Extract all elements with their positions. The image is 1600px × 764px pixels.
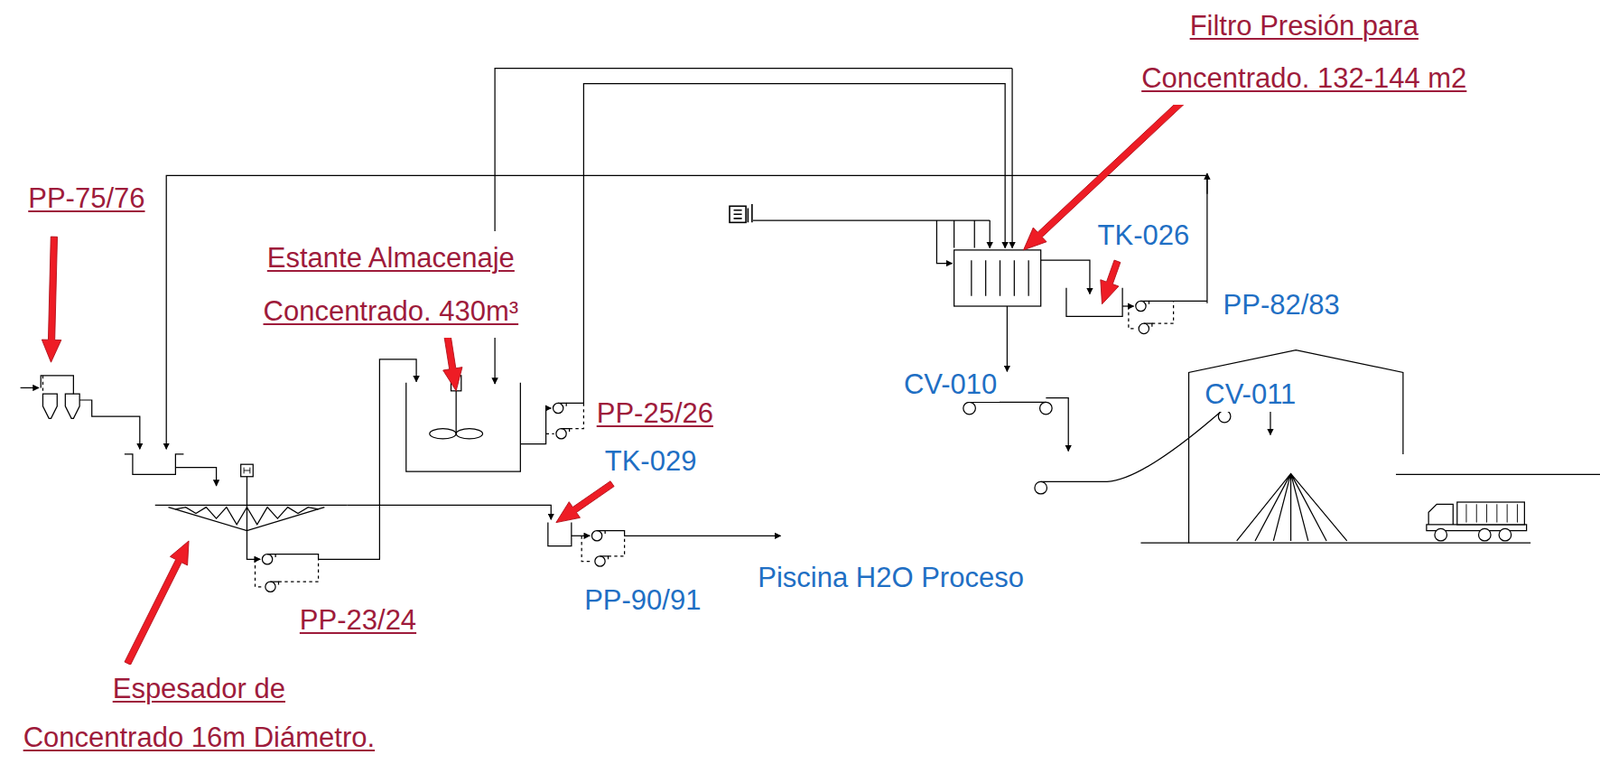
- truck-bed-rib: [1465, 503, 1467, 522]
- truck-bed-rib: [1506, 503, 1508, 522]
- conveyor-discharge: [1230, 409, 1271, 435]
- agitator-shaft: [455, 390, 457, 434]
- cyclone-manifold-dashed: [42, 375, 44, 394]
- thickener: [155, 504, 347, 531]
- drive-mark: [243, 467, 251, 475]
- truck-bed-rib: [1486, 503, 1488, 522]
- storage-tank: [406, 382, 521, 472]
- impeller: [429, 428, 456, 439]
- equipment-label: PP-82/83: [1220, 288, 1343, 323]
- equipment-label: CV-011: [1201, 377, 1299, 412]
- impeller: [455, 428, 483, 439]
- conveyor-pulley: [1040, 401, 1053, 415]
- callout-arrow: [41, 236, 61, 363]
- feed-pipe: [175, 467, 216, 486]
- truck-bed-rib: [1496, 503, 1498, 522]
- pump-bypass: [581, 535, 593, 561]
- tank: [1066, 288, 1123, 317]
- callout-arrow: [556, 481, 614, 523]
- pump-bypass: [546, 433, 555, 435]
- discharge-dashed: [608, 535, 625, 557]
- tank: [548, 522, 572, 547]
- overflow-pipe: [79, 400, 140, 449]
- overflow-pipe: [346, 504, 551, 520]
- ground-line: [1140, 474, 1600, 543]
- equipment-label: PP-75/76: [25, 181, 148, 216]
- equipment-label: Estante Almacenaje Concentrado. 430m³: [260, 231, 522, 338]
- discharge-dashed: [1152, 300, 1174, 324]
- equipment-label: PP-90/91: [581, 583, 704, 618]
- conveyor-pulley: [1034, 481, 1048, 494]
- callout-arrow: [124, 540, 189, 665]
- equipment-label: PP-23/24: [297, 603, 419, 638]
- pump-symbol: [1135, 300, 1150, 311]
- truck-bed-ribs: [1466, 503, 1518, 522]
- feed-pipe: [20, 387, 39, 389]
- recirculation-pipe: [166, 175, 1208, 449]
- cake-drop: [1006, 306, 1008, 372]
- equipment-label: Filtro Presión para Concentrado. 132-144…: [1138, 0, 1470, 105]
- storage-building: [1189, 350, 1404, 544]
- equipment-label: TK-029: [602, 444, 700, 479]
- callout-arrow: [1100, 260, 1121, 305]
- pump-symbol: [556, 428, 570, 439]
- truck-wheel: [1498, 528, 1512, 541]
- filter-plates: [971, 260, 1029, 297]
- callout-arrow: [443, 332, 463, 391]
- air-pipe: [936, 220, 952, 263]
- pump-symbol: [553, 402, 568, 413]
- pump-symbol: [595, 556, 609, 567]
- compressor-icon: [734, 204, 753, 223]
- discharge-pipe: [1148, 300, 1207, 302]
- hydrocyclone: [42, 393, 57, 419]
- discharge-dashed: [569, 402, 585, 428]
- thickener-drive: [241, 464, 254, 477]
- conveyor-pulley: [963, 401, 977, 415]
- return-pipe: [1011, 68, 1013, 249]
- underflow-pipe: [246, 530, 261, 560]
- conveyor-discharge: [1045, 398, 1069, 452]
- equipment-label: Piscina H2O Proceso: [754, 560, 1027, 596]
- truck-bed-rib: [1476, 503, 1478, 522]
- water-pipe: [604, 530, 781, 537]
- truck-wheel: [1479, 528, 1492, 541]
- filter-feed-pipe: [566, 83, 1005, 404]
- equipment-label: PP-25/26: [594, 396, 717, 431]
- equipment-label: Espesador de Concentrado 16m Diámetro.: [20, 664, 378, 763]
- pump-symbol: [265, 581, 280, 592]
- pump-bypass: [1128, 306, 1137, 329]
- pump-symbol: [591, 530, 605, 541]
- callout-arrows: [41, 99, 1184, 665]
- press-filter: [954, 250, 1042, 307]
- pump-symbol: [1138, 323, 1153, 334]
- return-pipe: [494, 68, 1013, 384]
- pump-symbol: [261, 554, 276, 565]
- truck-bed-rib: [1516, 503, 1518, 522]
- cyclone-manifold: [40, 375, 74, 394]
- concentrate-pile: [1237, 473, 1348, 541]
- filtrate-pipe: [1041, 260, 1090, 294]
- inclined-conveyor: [1041, 409, 1223, 482]
- pump-bypass: [255, 558, 264, 587]
- recirculation-arrow: [1206, 173, 1208, 195]
- air-pipe: [954, 220, 991, 249]
- tank-outlet: [520, 408, 551, 445]
- suction-pipe: [571, 535, 590, 537]
- truck-wheel: [1434, 528, 1448, 541]
- equipment-label: TK-026: [1095, 218, 1193, 253]
- feed-box: [124, 454, 185, 475]
- hydrocyclone: [65, 393, 80, 419]
- thickener-shaft: [246, 476, 248, 531]
- equipment-label: CV-010: [901, 367, 1000, 402]
- truck-bed: [1457, 502, 1526, 525]
- discharge-dashed: [279, 558, 319, 582]
- discharge-pipe: [275, 359, 417, 559]
